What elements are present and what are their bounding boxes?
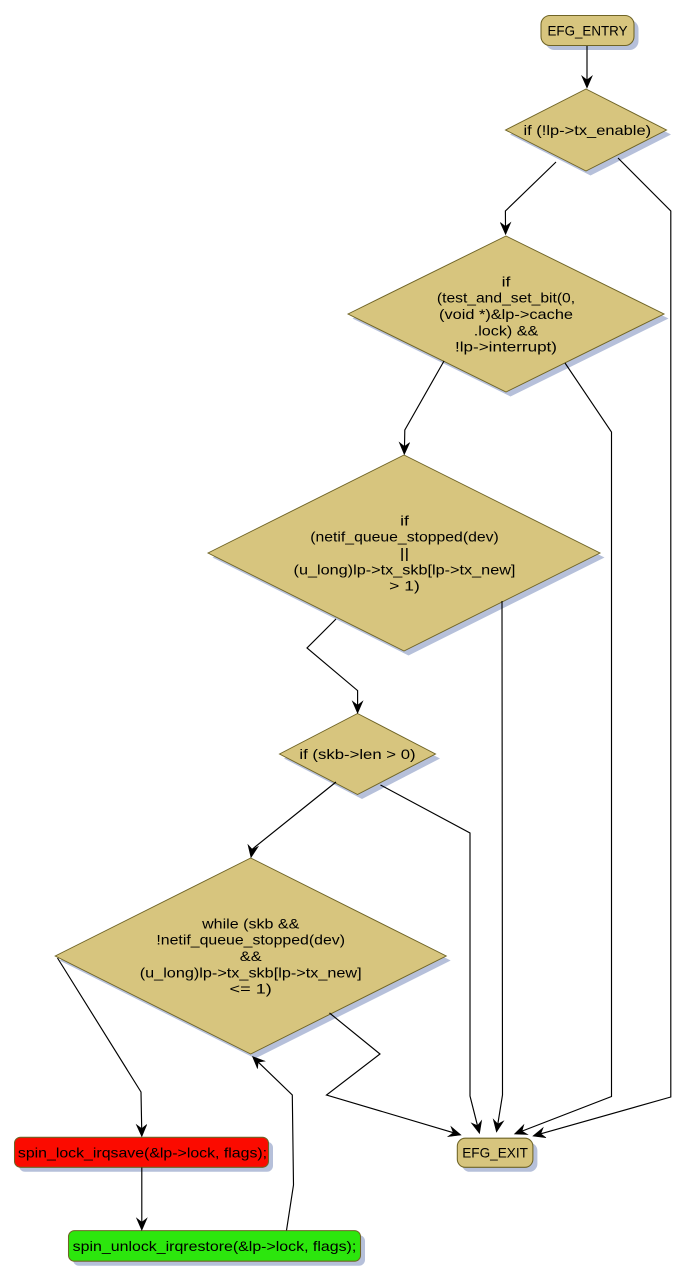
svg-text:(netif_queue_stopped(dev): (netif_queue_stopped(dev) — [310, 529, 499, 545]
svg-text:if: if — [400, 512, 409, 528]
svg-text:&&: && — [240, 948, 263, 964]
svg-text:!netif_queue_stopped(dev): !netif_queue_stopped(dev) — [156, 932, 345, 948]
svg-text:spin_lock_irqsave(&lp->lock, f: spin_lock_irqsave(&lp->lock, flags); — [18, 1144, 267, 1160]
svg-text:(test_and_set_bit(0,: (test_and_set_bit(0, — [437, 290, 575, 306]
svg-text:> 1): > 1) — [389, 578, 420, 594]
svg-text:if: if — [502, 273, 511, 289]
svg-text:spin_unlock_irqrestore(&lp->lo: spin_unlock_irqrestore(&lp->lock, flags)… — [73, 1238, 357, 1254]
svg-text:(void *)&lp->cache: (void *)&lp->cache — [439, 306, 573, 322]
svg-text:EFG_EXIT: EFG_EXIT — [462, 1145, 528, 1161]
svg-text:(u_long)lp->tx_skb[lp->tx_new]: (u_long)lp->tx_skb[lp->tx_new] — [294, 561, 516, 577]
svg-text:!lp->interrupt): !lp->interrupt) — [455, 339, 557, 355]
svg-text:.lock) &&: .lock) && — [474, 322, 539, 338]
svg-text:EFG_ENTRY: EFG_ENTRY — [548, 23, 629, 39]
svg-text:if (skb->len > 0): if (skb->len > 0) — [299, 746, 415, 762]
svg-text:(u_long)lp->tx_skb[lp->tx_new]: (u_long)lp->tx_skb[lp->tx_new] — [140, 964, 362, 980]
svg-text:if (!lp->tx_enable): if (!lp->tx_enable) — [524, 122, 652, 138]
svg-text:||: || — [400, 545, 409, 561]
svg-text:<= 1): <= 1) — [230, 981, 272, 997]
svg-text:while (skb &&: while (skb && — [201, 915, 300, 931]
